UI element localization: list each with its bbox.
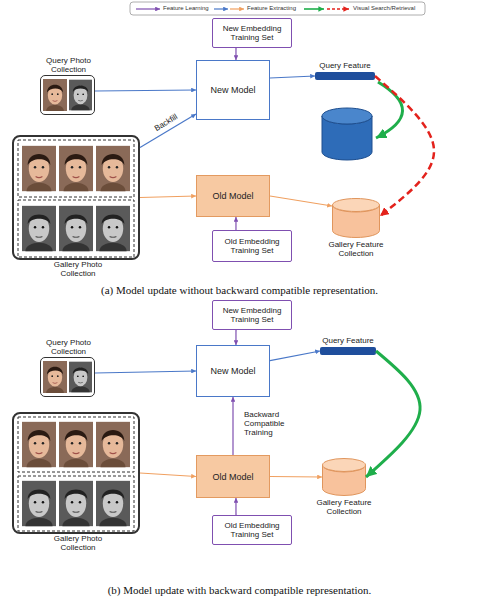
photo-collection: Query Photo Collection (40, 357, 95, 397)
connector-arrow (235, 330, 236, 345)
feature-database: Gallery Feature Collection (332, 198, 380, 238)
node-text: Old Model (212, 472, 253, 482)
node-text: Query Feature (319, 61, 371, 70)
shape-caption: Gallery Photo Collection (43, 534, 113, 552)
legend-line (136, 8, 160, 9)
feature-bar: Query Feature (315, 72, 375, 80)
training-set-box: Old Embedding Training Set (212, 230, 292, 262)
photo-collection: Query Photo Collection (40, 75, 95, 115)
model-box: New Model (196, 345, 270, 397)
legend-line (214, 8, 228, 9)
shape-caption: Gallery Feature Collection (308, 498, 380, 516)
training-set-box: Old Embedding Training Set (212, 515, 292, 545)
connector-arrow (235, 48, 236, 60)
connector-arrow (232, 397, 233, 455)
node-text: Gallery Feature Collection (308, 498, 380, 516)
model-box: Old Model (196, 175, 270, 217)
shape-caption: Query Feature (310, 61, 380, 70)
figure-caption: (b) Model update with backward compatibl… (0, 584, 479, 596)
feature-database: Gallery Feature Collection (322, 458, 366, 496)
node-text: Gallery Feature Collection (320, 240, 392, 258)
new-gallery-cylinder (322, 108, 372, 160)
photo-collection: Gallery Photo Collection (12, 412, 140, 534)
connector-arrow (270, 476, 322, 478)
connector-arrow (95, 371, 196, 373)
node-text: Query Feature (322, 336, 374, 345)
legend-frame (130, 2, 425, 15)
cylinder-outline (322, 458, 366, 496)
node-text: New Embedding Training Set (216, 306, 288, 324)
gallery-photos (18, 140, 134, 531)
connector-arrow (140, 196, 196, 198)
edge-label: Backward Compatible Training (244, 410, 306, 437)
node-text: Old Embedding Training Set (216, 237, 288, 255)
model-box: Old Model (196, 455, 270, 498)
shape-caption: Gallery Feature Collection (320, 240, 392, 258)
node-text: New Model (210, 85, 255, 95)
node-text: Gallery Photo Collection (43, 260, 113, 278)
connector-arrow (270, 196, 332, 206)
photo-collection: Gallery Photo Collection (12, 135, 140, 260)
shape-caption: Query Photo Collection (38, 56, 100, 74)
node-text: Query Photo Collection (38, 56, 100, 74)
connector-arrow (140, 473, 196, 477)
node-text: Old Embedding Training Set (216, 521, 288, 539)
connector-arrow (270, 76, 315, 78)
shape-caption: Query Feature (313, 336, 383, 345)
node-text: Old Model (212, 191, 253, 201)
legend-text: Feature Learning (163, 5, 209, 12)
node-text: New Embedding Training Set (216, 24, 288, 42)
shape-caption: Query Photo Collection (38, 338, 100, 356)
connector-arrow (235, 217, 236, 230)
connector-arrow (235, 498, 236, 515)
node-text: Query Photo Collection (38, 338, 100, 356)
feature-bar: Query Feature (320, 347, 376, 355)
training-set-box: New Embedding Training Set (212, 300, 292, 330)
connector-arrow (95, 90, 196, 91)
shape-caption: Gallery Photo Collection (43, 260, 113, 278)
connector-arrow (375, 76, 434, 216)
search-arrow (376, 82, 403, 138)
legend-line (230, 8, 244, 9)
cylinder-outline (332, 198, 380, 238)
figure-caption: (a) Model update without backward compat… (0, 284, 479, 296)
node-text: Gallery Photo Collection (43, 534, 113, 552)
legend-line (327, 8, 349, 10)
node-text: New Model (210, 366, 255, 376)
training-set-box: New Embedding Training Set (212, 18, 292, 48)
edge-label: Backfill (147, 108, 186, 136)
legend-line (304, 8, 324, 10)
model-box: New Model (196, 60, 270, 120)
legend-text: Visual Search/Retrieval (353, 5, 415, 12)
connector-arrow (270, 351, 320, 361)
connector-arrow (366, 351, 420, 477)
legend-text: Feature Extracting (247, 5, 296, 12)
